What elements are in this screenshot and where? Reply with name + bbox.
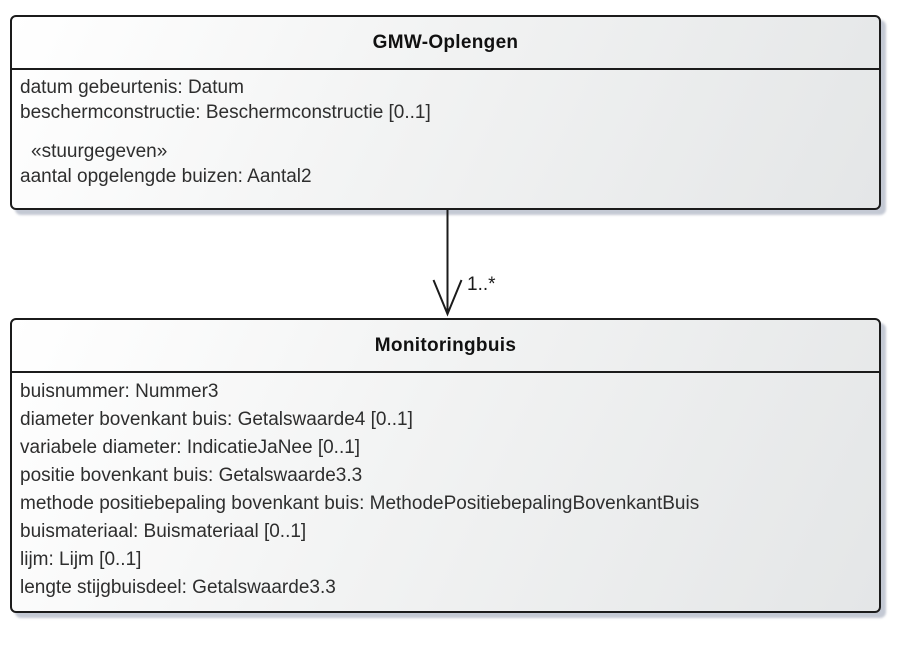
attribute-line: aantal opgelengde buizen: Aantal2 (20, 166, 312, 187)
class-title: Monitoringbuis (374, 334, 517, 356)
class-attributes: datum gebeurtenis: Datum beschermconstru… (12, 70, 879, 189)
multiplicity-label: 1..* (467, 274, 496, 295)
attribute-line: lijm: Lijm [0..1] (20, 549, 142, 570)
attribute-line: diameter bovenkant buis: Getalswaarde4 [… (20, 409, 413, 430)
class-box-monitoringbuis[interactable]: Monitoringbuis buisnummer: Nummer3 diame… (10, 318, 881, 613)
attribute-line: beschermconstructie: Beschermconstructie… (20, 102, 431, 123)
attribute-line: buisnummer: Nummer3 (20, 381, 219, 402)
attribute-line: variabele diameter: IndicatieJaNee [0..1… (20, 437, 361, 458)
attribute-line: methode positiebepaling bovenkant buis: … (20, 493, 700, 514)
open-arrowhead-icon (432, 279, 463, 317)
attribute-line: datum gebeurtenis: Datum (20, 77, 244, 98)
class-header: Monitoringbuis (12, 320, 879, 373)
stereotype-label: «stuurgegeven» (31, 141, 168, 162)
class-title: GMW-Oplengen (372, 31, 519, 53)
class-box-gmw-oplengen[interactable]: GMW-Oplengen datum gebeurtenis: Datum be… (10, 15, 881, 210)
class-header: GMW-Oplengen (12, 17, 879, 70)
attribute-line: buismateriaal: Buismateriaal [0..1] (20, 521, 307, 542)
attribute-line: positie bovenkant buis: Getalswaarde3.3 (20, 465, 363, 486)
class-attributes: buisnummer: Nummer3 diameter bovenkant b… (12, 373, 879, 602)
attribute-line: lengte stijgbuisdeel: Getalswaarde3.3 (20, 577, 336, 598)
